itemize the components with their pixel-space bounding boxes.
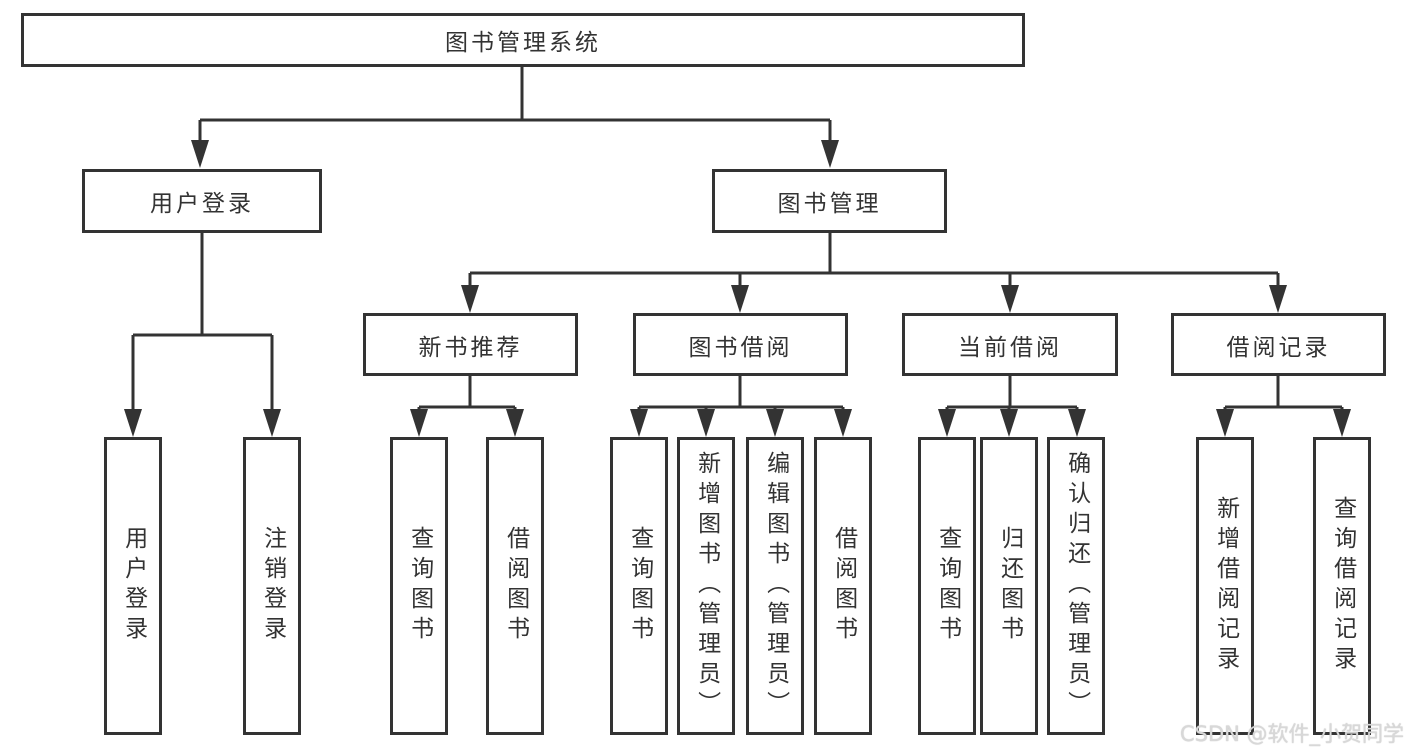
leaf-query-books-current: 查询图书 <box>918 437 976 735</box>
node-book-management: 图书管理 <box>712 169 947 233</box>
csdn-watermark: CSDN @软件_小贺同学 <box>1180 722 1405 746</box>
node-label: 确认归还（管理员） <box>1063 451 1090 721</box>
node-label: 编辑图书（管理员） <box>762 451 789 721</box>
node-label: 借阅图书 <box>830 526 857 646</box>
node-label: 当前借阅 <box>958 334 1062 361</box>
node-label: 图书管理 <box>777 191 882 217</box>
node-label: 图书管理系统 <box>445 30 601 56</box>
node-label: 查询图书 <box>934 526 961 646</box>
node-label: 查询图书 <box>406 526 433 646</box>
leaf-add-borrow-record: 新增借阅记录 <box>1196 437 1254 735</box>
node-label: 图书借阅 <box>688 334 793 361</box>
leaf-add-books-admin: 新增图书（管理员） <box>677 437 735 735</box>
leaf-query-books-recommend: 查询图书 <box>390 437 448 735</box>
node-label: 查询借阅记录 <box>1329 496 1356 676</box>
leaf-query-borrow-record: 查询借阅记录 <box>1313 437 1371 735</box>
node-label: 新增借阅记录 <box>1212 496 1239 676</box>
leaf-edit-books-admin: 编辑图书（管理员） <box>746 437 804 735</box>
node-label: 归还图书 <box>996 526 1023 646</box>
leaf-confirm-return-admin: 确认归还（管理员） <box>1047 437 1105 735</box>
node-new-book-recommendation: 新书推荐 <box>363 313 578 376</box>
connector-lines <box>131 67 1344 414</box>
leaf-borrow-books-recommend: 借阅图书 <box>486 437 544 735</box>
leaf-logout: 注销登录 <box>243 437 301 735</box>
node-current-borrowing: 当前借阅 <box>902 313 1118 376</box>
node-label: 借阅记录 <box>1226 334 1331 361</box>
leaf-borrow-books: 借阅图书 <box>814 437 872 735</box>
arrowhead-icons <box>124 140 1351 437</box>
node-book-borrowing: 图书借阅 <box>633 313 848 376</box>
node-label: 借阅图书 <box>502 526 529 646</box>
node-label: 用户登录 <box>150 191 254 217</box>
node-user-login: 用户登录 <box>82 169 322 233</box>
leaf-return-books: 归还图书 <box>980 437 1038 735</box>
leaf-query-books-borrow: 查询图书 <box>610 437 668 735</box>
node-label: 用户登录 <box>120 526 147 646</box>
leaf-user-login: 用户登录 <box>104 437 162 735</box>
node-root-system: 图书管理系统 <box>21 13 1025 67</box>
node-label: 新增图书（管理员） <box>693 451 720 721</box>
node-label: 注销登录 <box>259 526 286 646</box>
node-label: 新书推荐 <box>418 334 523 361</box>
node-label: 查询图书 <box>626 526 653 646</box>
node-borrowing-records: 借阅记录 <box>1171 313 1386 376</box>
